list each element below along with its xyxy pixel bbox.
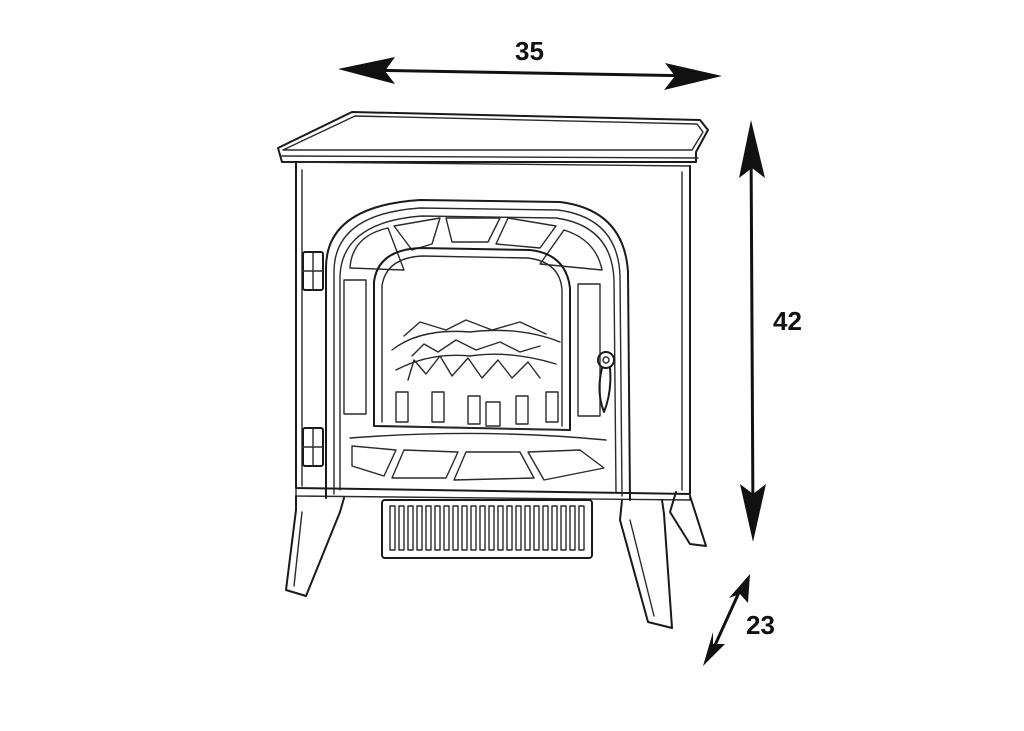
door-frame <box>325 199 631 501</box>
height-label: 42 <box>773 306 802 336</box>
vent-slat <box>551 505 558 551</box>
vent-slat <box>461 505 468 551</box>
fireplace-top-slab <box>277 111 709 167</box>
depth-dimension-arrow <box>703 574 750 666</box>
vent-slat <box>443 505 450 551</box>
vent-slat <box>416 505 423 551</box>
vent-slat <box>497 505 504 551</box>
vent-slat <box>488 505 495 551</box>
vent-slat <box>479 505 486 551</box>
door-handle <box>597 351 615 413</box>
width-label: 35 <box>515 36 544 66</box>
vent-slat <box>578 505 585 551</box>
upper-hinge <box>302 251 324 291</box>
vent-slat <box>542 505 549 551</box>
vent-slat <box>452 505 459 551</box>
vent-slat <box>524 505 531 551</box>
heater-vent-grille <box>381 499 593 559</box>
vent-slat <box>506 505 513 551</box>
height-dimension-arrow <box>739 120 766 542</box>
vent-slat <box>470 505 477 551</box>
vent-slat <box>389 505 396 551</box>
vent-slat <box>425 505 432 551</box>
width-dimension-arrow <box>338 57 722 90</box>
fire-grate <box>387 391 569 431</box>
fire-logs <box>391 319 561 381</box>
arch-panes <box>349 217 603 271</box>
vent-slat <box>515 505 522 551</box>
vent-slat <box>407 505 414 551</box>
lower-hinge <box>302 427 324 467</box>
vent-slat <box>533 505 540 551</box>
fire-opening <box>343 247 601 431</box>
lower-decorative-arch <box>349 432 607 481</box>
back-right-leg <box>669 491 707 547</box>
vent-slat <box>560 505 567 551</box>
front-right-leg <box>619 499 673 629</box>
front-left-leg <box>285 495 345 597</box>
depth-label: 23 <box>746 610 775 640</box>
vent-slat <box>434 505 441 551</box>
vent-slat <box>569 505 576 551</box>
vent-slat <box>398 505 405 551</box>
